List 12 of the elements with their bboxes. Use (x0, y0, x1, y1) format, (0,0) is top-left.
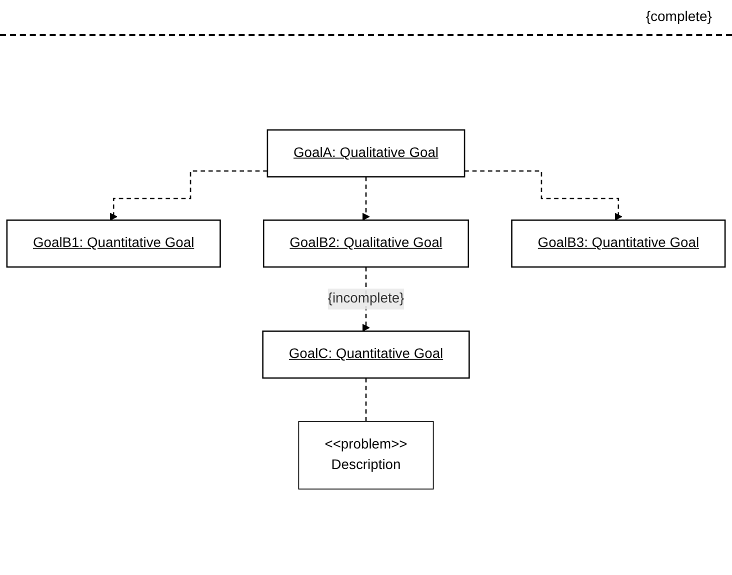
edge-label: {incomplete} (328, 291, 404, 306)
node-box: GoalB3: Quantitative Goal (511, 220, 726, 268)
node-box: GoalC: Quantitative Goal (262, 330, 470, 379)
constraint-label: {complete} (646, 8, 712, 24)
arrow (362, 176, 370, 220)
node-box: GoalA: Qualitative Goal (266, 129, 466, 178)
node-box: <<problem>> Description (298, 420, 434, 490)
node-box: GoalB2: Qualitative Goal (262, 220, 470, 268)
arrow (464, 170, 622, 220)
node-box: GoalB1: Quantitative Goal (6, 220, 221, 268)
connector (365, 377, 367, 422)
arrow (110, 170, 268, 220)
